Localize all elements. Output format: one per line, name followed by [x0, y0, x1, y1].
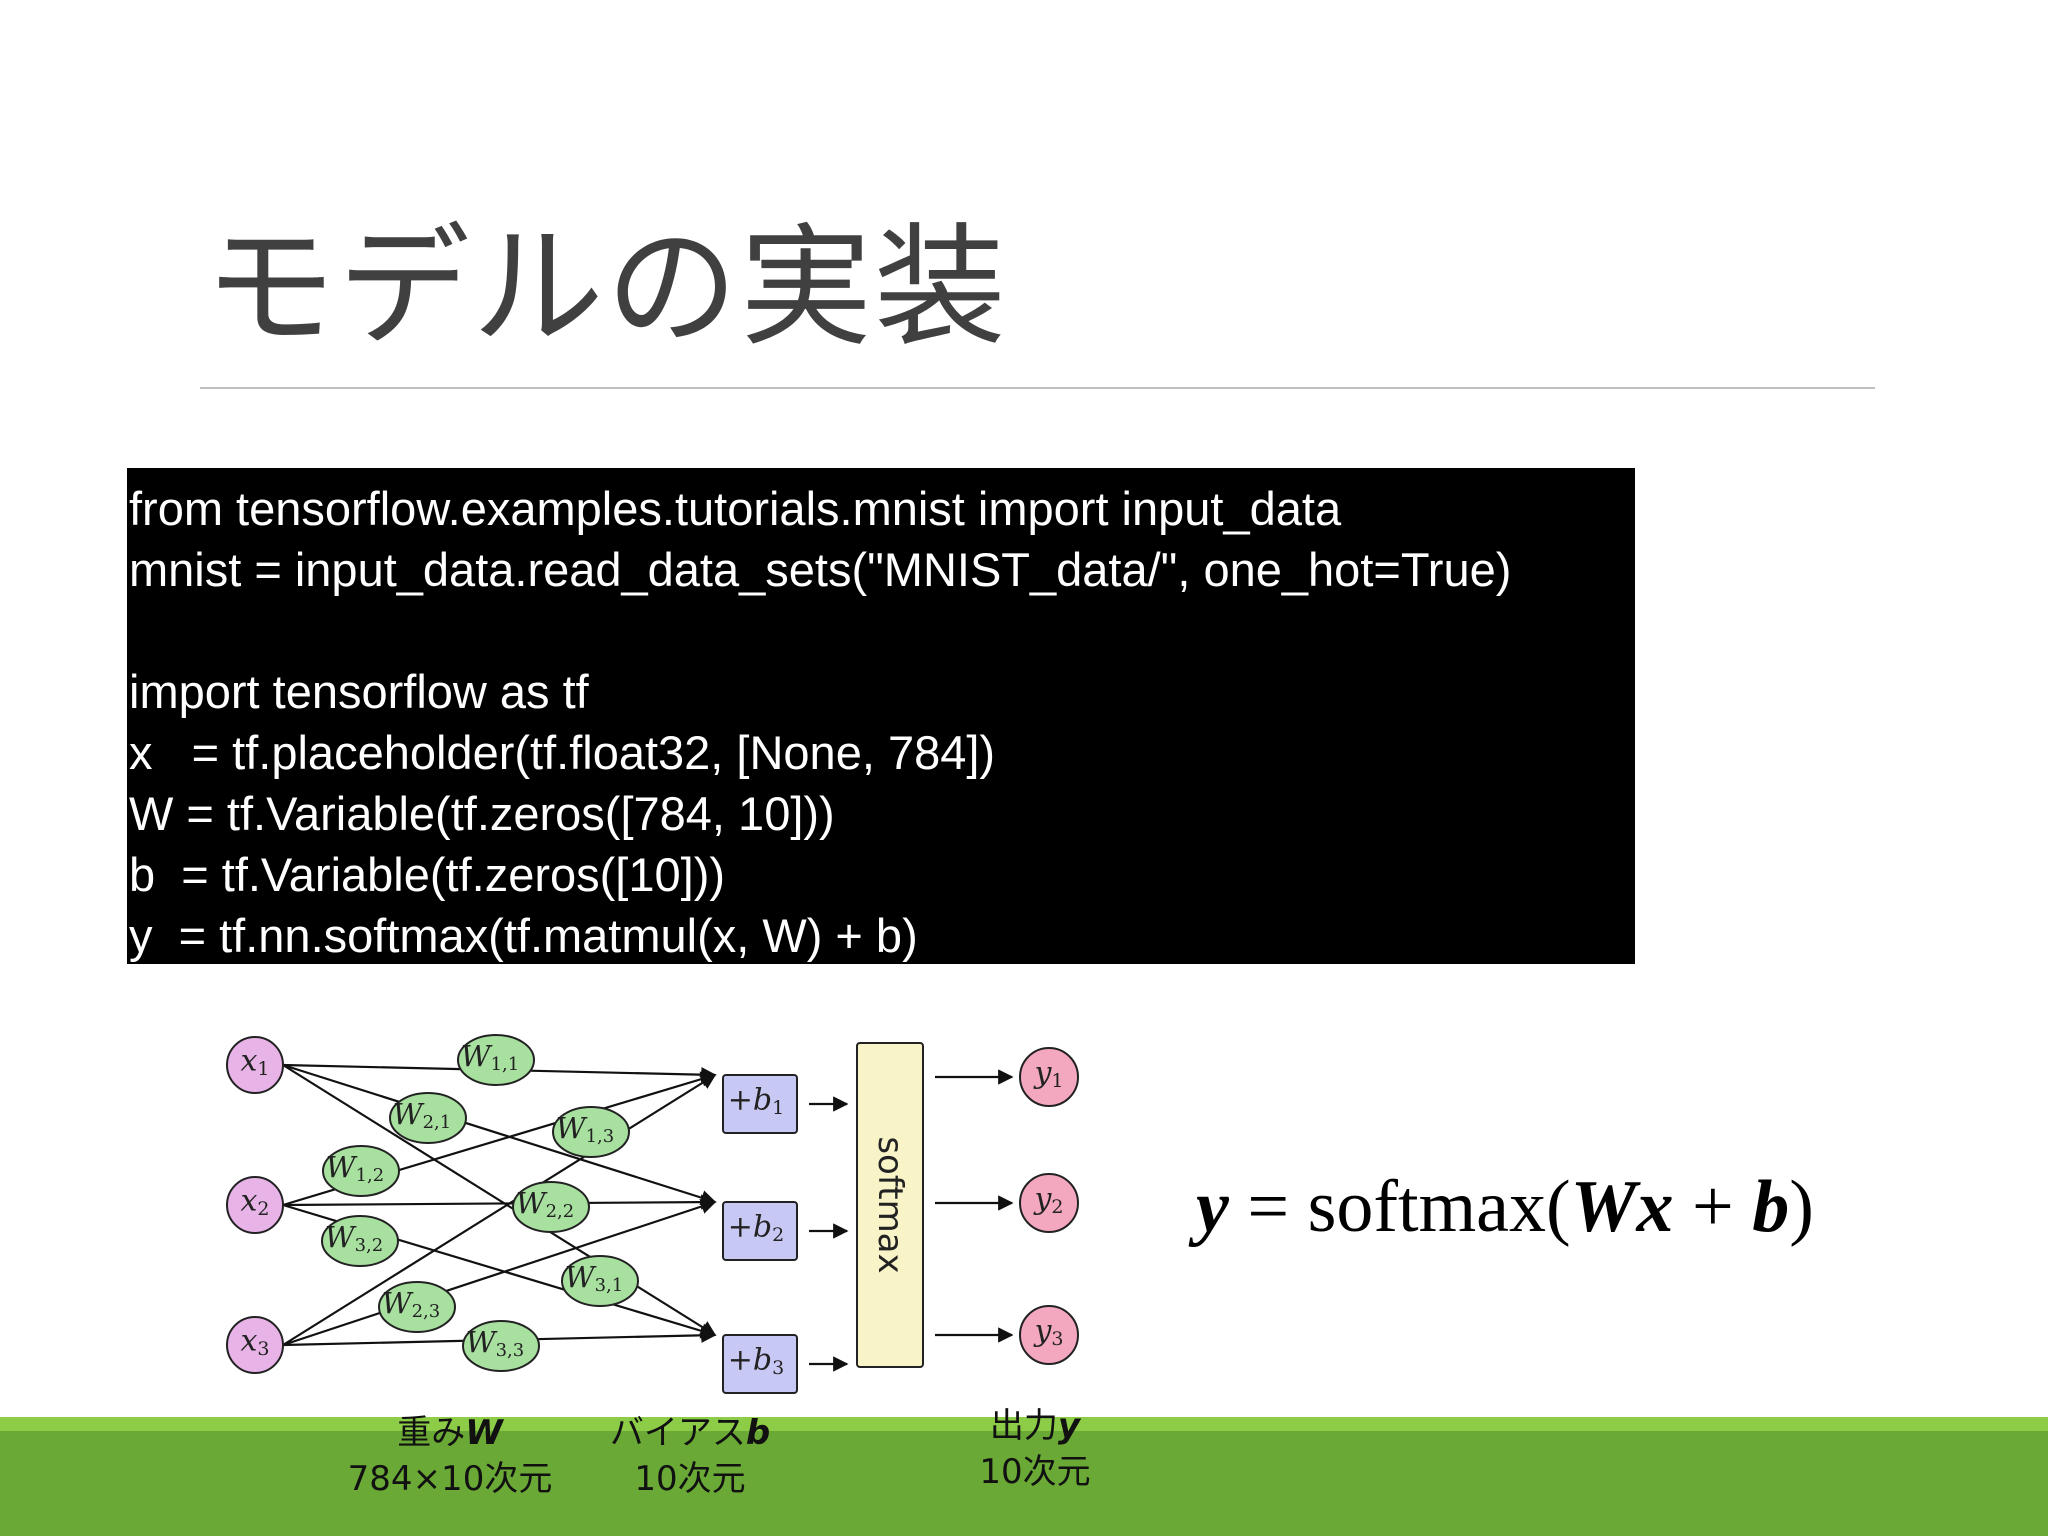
input-node-label-subscript: 3	[257, 1338, 269, 1360]
weight-node-label-subscript: 2,3	[412, 1301, 441, 1322]
softmax-label: softmax	[870, 1136, 910, 1273]
weight-node-label-subscript: 1,2	[356, 1165, 385, 1186]
weight-connection	[282, 1194, 717, 1210]
output-node-label-subscript: 3	[1051, 1328, 1063, 1350]
formula-plus: +	[1673, 1166, 1753, 1248]
code-line: mnist = input_data.read_data_sets("MNIST…	[129, 543, 1512, 596]
output-node-label-subscript: 1	[1051, 1070, 1063, 1092]
caption-output: 出力y 10次元	[935, 1403, 1135, 1495]
code-line: W = tf.Variable(tf.zeros([784, 10]))	[129, 787, 835, 840]
slide-title: モデルの実装	[204, 211, 1008, 365]
weight-node-label-subscript: 3,1	[595, 1275, 624, 1296]
weight-node	[561, 1255, 639, 1307]
input-node-label: x2	[240, 1184, 269, 1221]
caption-weights-label: 重み	[397, 1413, 466, 1453]
code-line: b = tf.Variable(tf.zeros([10]))	[129, 848, 725, 901]
formula-y: y	[1196, 1166, 1229, 1248]
weight-node	[552, 1106, 630, 1158]
weight-connection	[282, 1063, 717, 1206]
caption-bias-label: バイアス	[609, 1413, 746, 1453]
weight-node	[321, 1215, 399, 1267]
code-line: from tensorflow.examples.tutorials.mnist…	[129, 482, 1342, 535]
code-line: x = tf.placeholder(tf.float32, [None, 78…	[129, 726, 996, 779]
weight-node-label-subscript: 3,3	[496, 1340, 525, 1361]
formula-close: )	[1789, 1166, 1814, 1248]
formula-x: x	[1636, 1166, 1674, 1248]
caption-output-var: y	[1057, 1406, 1081, 1446]
formula-eq: = softmax(	[1228, 1166, 1571, 1248]
input-node	[226, 1316, 284, 1374]
code-block: from tensorflow.examples.tutorials.mnist…	[127, 468, 1635, 964]
caption-bias-var: b	[745, 1413, 771, 1453]
output-node	[1019, 1047, 1079, 1107]
caption-bias: バイアスb 10次元	[580, 1410, 800, 1502]
code-line	[129, 600, 1635, 661]
output-node	[1019, 1173, 1079, 1233]
weight-connection	[282, 1064, 717, 1336]
input-node	[226, 1036, 284, 1094]
weight-node	[462, 1320, 540, 1372]
weight-connection	[282, 1074, 717, 1346]
bias-node-label-subscript: 2	[772, 1224, 784, 1246]
code-line: y = tf.nn.softmax(tf.matmul(x, W) + b)	[129, 909, 918, 962]
weight-node	[322, 1145, 400, 1197]
input-node	[226, 1176, 284, 1234]
weight-node	[378, 1281, 456, 1333]
bias-node-label-subscript: 1	[772, 1097, 784, 1119]
output-node-label-subscript: 2	[1051, 1196, 1063, 1218]
caption-weights-dims: 784×10次元	[347, 1459, 553, 1499]
weight-node-label-subscript: 2,2	[546, 1201, 575, 1222]
weight-node-label: W2,3	[382, 1286, 440, 1322]
caption-weights-var: W	[465, 1413, 503, 1453]
weight-node-label-subscript: 1,1	[491, 1054, 520, 1075]
weight-node-label-subscript: 2,1	[423, 1112, 452, 1133]
caption-output-label: 出力	[989, 1406, 1058, 1446]
weight-node	[512, 1181, 590, 1233]
weight-node-label: W3,2	[325, 1220, 383, 1256]
softmax-formula: y = softmax(Wx + b)	[1196, 1165, 1814, 1250]
footer-band	[0, 1417, 2048, 1536]
bias-node	[722, 1074, 798, 1134]
formula-b: b	[1752, 1166, 1790, 1248]
weight-connection	[282, 1199, 717, 1347]
code-line: import tensorflow as tf	[129, 665, 589, 718]
softmax-node	[856, 1042, 924, 1368]
caption-weights: 重みW 784×10次元	[320, 1410, 580, 1502]
footer-stripe	[0, 1417, 2048, 1431]
input-node-label-subscript: 2	[257, 1198, 269, 1220]
weight-node-label-subscript: 1,3	[586, 1126, 615, 1147]
formula-w: W	[1570, 1166, 1637, 1248]
caption-output-dims: 10次元	[979, 1452, 1091, 1492]
bias-node-label-subscript: 3	[772, 1357, 784, 1379]
weight-node-label-subscript: 3,2	[355, 1235, 384, 1256]
bias-node	[722, 1334, 798, 1394]
weight-node-label: W1,3	[556, 1111, 614, 1147]
input-node-label-subscript: 1	[257, 1058, 269, 1080]
output-node	[1019, 1305, 1079, 1365]
weight-node	[389, 1092, 467, 1144]
bias-node	[722, 1201, 798, 1261]
caption-bias-dims: 10次元	[634, 1459, 746, 1499]
title-divider	[200, 387, 1875, 389]
weight-node	[457, 1034, 535, 1086]
